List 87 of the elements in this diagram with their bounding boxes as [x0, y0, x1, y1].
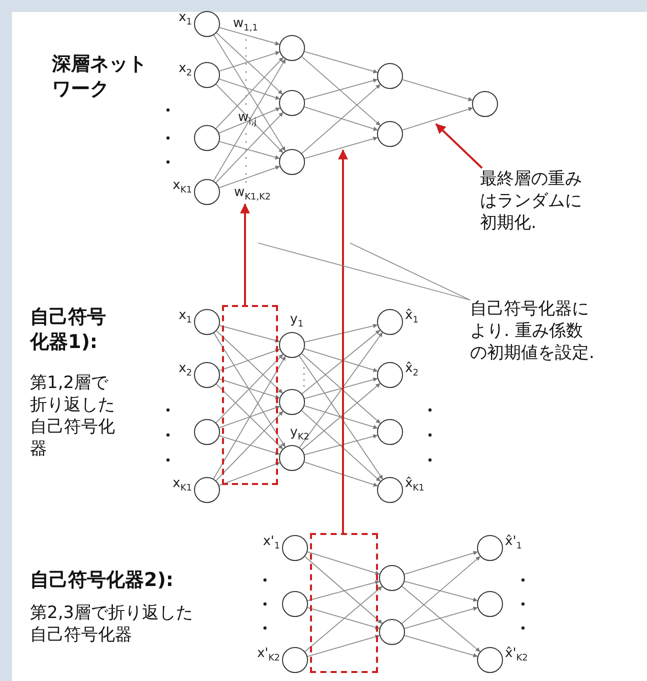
annotation-text: 自己符号化器により. 重み係数の初期値を設定. — [470, 298, 596, 364]
arrow — [304, 51, 378, 74]
arrow — [213, 34, 286, 152]
arrow — [304, 106, 378, 131]
arrow — [219, 141, 280, 160]
arrow — [401, 556, 481, 624]
arrow — [304, 377, 378, 399]
arrow — [301, 84, 381, 154]
arrow — [216, 384, 284, 450]
arrow — [307, 607, 380, 630]
arrow — [298, 355, 384, 480]
arrow — [338, 149, 348, 533]
arrow — [213, 356, 286, 480]
arrow — [301, 410, 381, 482]
variable-label: x$_{K1}$ — [172, 476, 192, 494]
weight-label: w$_{i,j}$ — [238, 110, 257, 128]
arrow — [213, 58, 286, 182]
section-heading: 深層ネットワーク — [52, 52, 148, 102]
variable-label: x$_{1}$ — [178, 308, 192, 326]
variable-label: x̂$_{K1}$ — [405, 476, 424, 494]
arrow — [219, 324, 280, 343]
arrow — [240, 203, 250, 305]
section-heading: 自己符号化器2): — [30, 568, 175, 593]
arrow — [304, 556, 383, 624]
variable-label: x̂$_{1}$ — [405, 308, 418, 326]
arrow — [218, 435, 280, 456]
arrow — [218, 378, 280, 399]
arrow — [307, 634, 380, 657]
variable-label: x'$_{K2}$ — [257, 646, 280, 664]
arrow — [216, 330, 283, 394]
description-text: 第2,3層で折り返した自己符号化器 — [30, 602, 194, 646]
arrow — [213, 332, 286, 448]
arrow — [304, 324, 378, 342]
arrow — [302, 330, 380, 394]
arrow — [216, 354, 284, 424]
variable-label: x$_{2}$ — [178, 61, 192, 79]
arrow — [404, 606, 478, 629]
arrow — [304, 462, 378, 487]
arrow — [218, 51, 280, 72]
weight-label: w$_{1,1}$ — [233, 16, 258, 34]
variable-label: x̂'$_{1}$ — [505, 534, 522, 552]
description-text: 第1,2層で折り返した自己符号化器 — [30, 372, 116, 460]
leader-line — [258, 242, 470, 300]
arrow — [304, 405, 378, 430]
arrow — [402, 586, 480, 652]
arrow — [301, 56, 381, 126]
arrow — [218, 166, 280, 188]
arrow — [404, 550, 478, 575]
arrow — [215, 57, 284, 129]
arrow — [218, 462, 280, 486]
variable-label: x'$_{1}$ — [262, 534, 280, 552]
variable-label: x$_{1}$ — [178, 10, 192, 28]
arrow — [218, 107, 280, 134]
arrow — [218, 348, 280, 372]
variable-label: x$_{K1}$ — [172, 178, 192, 196]
arrow — [304, 434, 378, 456]
leader-line — [350, 242, 470, 300]
arrow — [402, 107, 474, 131]
arrow — [307, 580, 380, 602]
arrow — [299, 332, 383, 448]
arrow — [218, 406, 280, 428]
variable-label: x̂'$_{K2}$ — [505, 646, 528, 664]
annotation-text: 最終層の重みはランダムに初期化. — [480, 168, 592, 234]
arrow — [304, 586, 383, 652]
arrow — [435, 123, 483, 169]
dashed-frame-top — [310, 533, 378, 535]
variable-label: y$_{1}$ — [290, 312, 304, 330]
arrow — [304, 136, 378, 159]
variable-label: x̂$_{2}$ — [405, 361, 418, 379]
weight-label: w$_{K1,K2}$ — [234, 185, 271, 203]
arrow — [216, 410, 284, 482]
arrow — [404, 635, 478, 658]
arrow — [304, 348, 378, 372]
arrow — [301, 382, 381, 450]
arrow — [216, 84, 284, 154]
arrow — [218, 78, 280, 100]
variable-label: y$_{K2}$ — [290, 425, 310, 443]
arrow — [301, 353, 381, 424]
arrow — [216, 112, 284, 184]
variable-label: x$_{2}$ — [178, 361, 192, 379]
section-heading: 自己符号化器1): — [30, 305, 107, 354]
arrow — [304, 78, 378, 100]
arrow — [306, 551, 380, 576]
arrow — [402, 79, 473, 102]
arrow — [216, 32, 283, 95]
arrow — [219, 27, 280, 46]
arrow — [404, 580, 478, 602]
